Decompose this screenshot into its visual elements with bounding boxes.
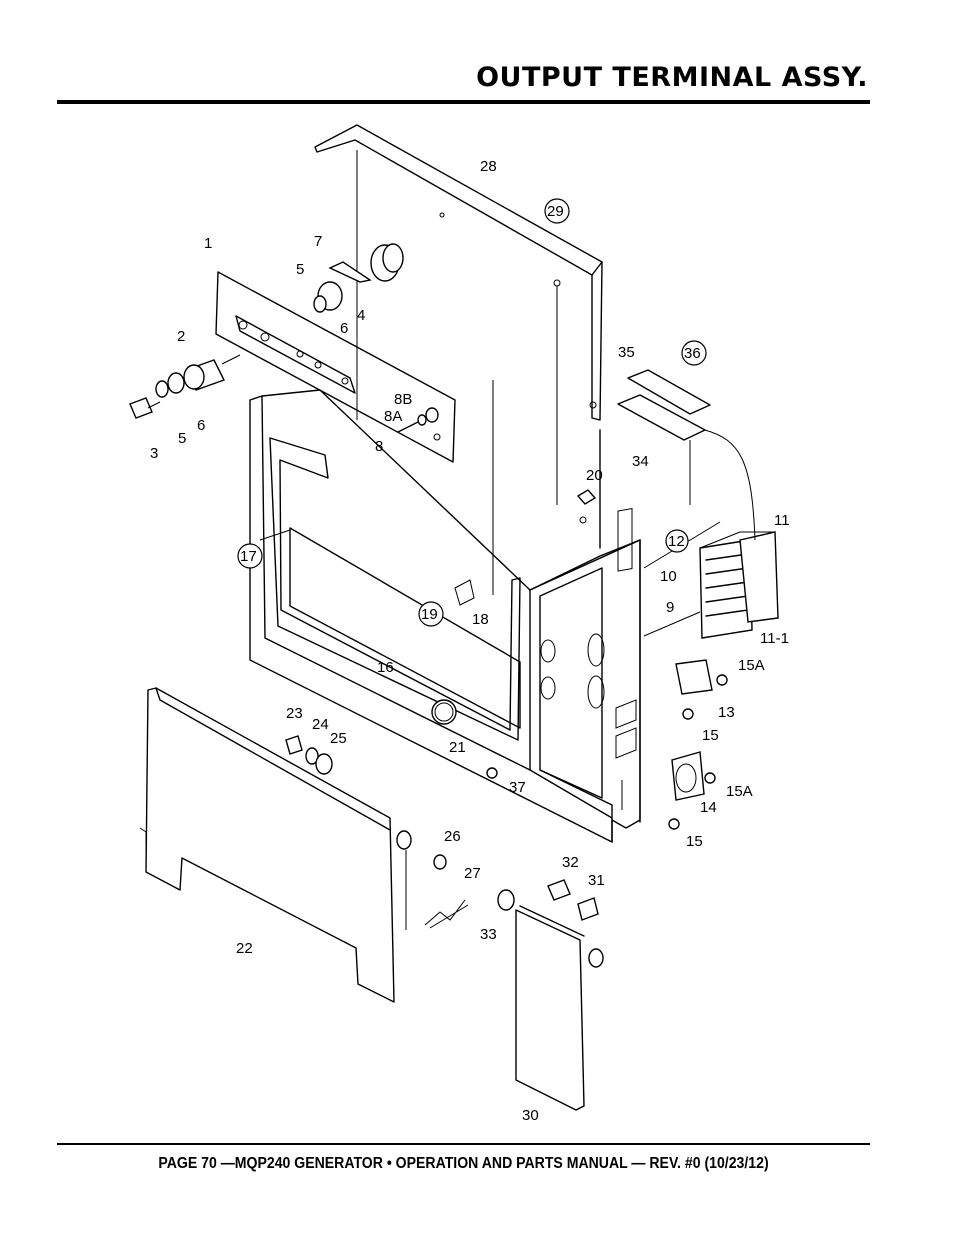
svg-text:9: 9 [666, 599, 674, 616]
svg-text:2: 2 [177, 328, 185, 345]
svg-text:29: 29 [547, 203, 564, 220]
lower-door-part [139, 687, 469, 1003]
svg-text:17: 17 [240, 548, 257, 565]
svg-text:3: 3 [150, 445, 158, 462]
page-title: OUTPUT TERMINAL ASSY. [476, 62, 868, 93]
svg-text:6: 6 [197, 417, 205, 434]
svg-text:11: 11 [774, 512, 790, 529]
main-frame-part [249, 389, 641, 843]
terminal-stud-parts [129, 243, 439, 433]
svg-text:4: 4 [357, 307, 365, 324]
svg-text:36: 36 [684, 345, 701, 362]
svg-text:33: 33 [480, 926, 497, 943]
svg-text:34: 34 [632, 453, 649, 470]
svg-text:11-1: 11-1 [760, 630, 789, 647]
svg-text:15A: 15A [726, 783, 753, 800]
top-cover-part [314, 124, 603, 421]
svg-text:25: 25 [330, 730, 347, 747]
terminal-plate-part [215, 271, 456, 463]
terminal-block-part [617, 369, 779, 639]
leader-lines [259, 286, 721, 930]
svg-text:10: 10 [660, 568, 677, 585]
receptacle-parts [486, 659, 728, 830]
svg-text:16: 16 [377, 659, 394, 676]
svg-text:18: 18 [472, 611, 489, 628]
svg-text:7: 7 [314, 233, 322, 250]
svg-text:8: 8 [375, 438, 383, 455]
svg-text:32: 32 [562, 854, 579, 871]
svg-text:30: 30 [522, 1107, 539, 1124]
svg-text:37: 37 [509, 779, 526, 796]
svg-text:27: 27 [464, 865, 481, 882]
svg-text:26: 26 [444, 828, 461, 845]
footer-rule [57, 1143, 870, 1145]
svg-text:31: 31 [588, 872, 605, 889]
svg-text:14: 14 [700, 799, 717, 816]
svg-text:22: 22 [236, 940, 253, 957]
page-footer: PAGE 70 —MQP240 GENERATOR • OPERATION AN… [158, 1155, 769, 1172]
svg-text:1: 1 [204, 235, 212, 252]
svg-text:15A: 15A [738, 657, 765, 674]
svg-text:19: 19 [421, 606, 438, 623]
svg-text:28: 28 [480, 158, 497, 175]
side-door-part [497, 879, 604, 1111]
svg-text:13: 13 [718, 704, 735, 721]
svg-text:5: 5 [178, 430, 186, 447]
svg-text:5: 5 [296, 261, 304, 278]
svg-text:20: 20 [586, 467, 603, 484]
svg-text:12: 12 [668, 533, 685, 550]
svg-text:35: 35 [618, 344, 635, 361]
svg-text:21: 21 [449, 739, 466, 756]
svg-text:15: 15 [702, 727, 719, 744]
svg-text:24: 24 [312, 716, 329, 733]
svg-text:8B: 8B [394, 391, 412, 408]
svg-text:8A: 8A [384, 408, 402, 425]
svg-text:15: 15 [686, 833, 703, 850]
svg-text:6: 6 [340, 320, 348, 337]
title-rule [57, 100, 870, 104]
svg-text:23: 23 [286, 705, 303, 722]
callout-labels: 28 29 1 7 5 4 6 2 8B 8A 8 3 5 6 35 36 34… [150, 158, 790, 1124]
